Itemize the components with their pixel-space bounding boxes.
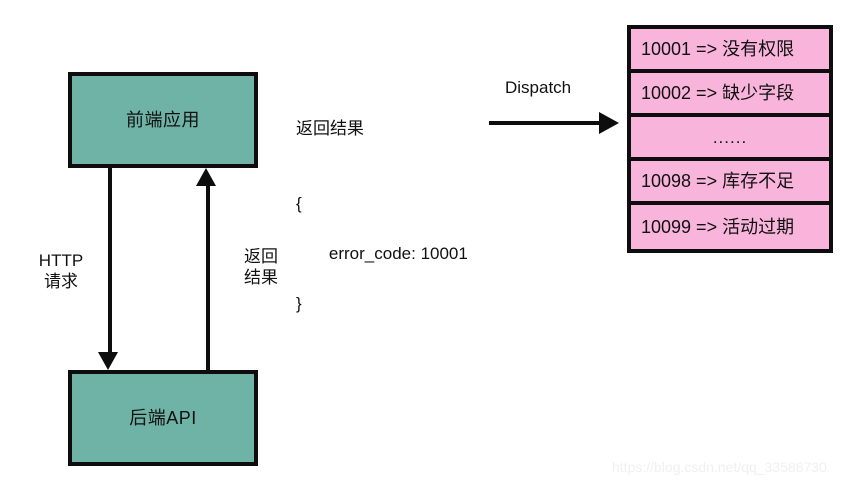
error-code-entry: 10098 => 库存不足 <box>641 171 795 191</box>
edge-response-label-line1: 返回 <box>244 247 278 266</box>
error-code-entry: 10001 => 没有权限 <box>641 39 795 59</box>
edge-http-request-arrowhead-icon <box>98 352 118 370</box>
node-backend-api-label: 后端API <box>129 408 197 428</box>
table-row[interactable]: ...... <box>631 117 829 161</box>
response-json-open-brace: { <box>296 194 302 213</box>
edge-response-line <box>206 186 210 370</box>
edge-http-request-label-line1: HTTP <box>38 251 84 270</box>
node-backend-api[interactable]: 后端API <box>68 370 258 466</box>
edge-response-arrowhead-icon <box>196 168 216 186</box>
edge-response-label-line2: 结果 <box>244 268 278 287</box>
edge-dispatch-line <box>489 121 601 125</box>
edge-http-request-line <box>108 168 112 354</box>
edge-http-request-label-line2: 请求 <box>44 272 78 291</box>
edge-dispatch-label: Dispatch <box>505 78 572 97</box>
node-frontend-app[interactable]: 前端应用 <box>68 72 258 168</box>
table-row[interactable]: 10098 => 库存不足 <box>631 161 829 205</box>
edge-dispatch-arrowhead-icon <box>599 112 619 134</box>
response-json-field: error_code: 10001 <box>328 244 468 263</box>
node-frontend-app-label: 前端应用 <box>126 110 200 130</box>
table-row[interactable]: 10001 => 没有权限 <box>631 29 829 73</box>
error-code-entry: 10002 => 缺少字段 <box>641 83 795 103</box>
edge-response-label: 返回 结果 <box>228 246 294 288</box>
error-code-entry: 10099 => 活动过期 <box>641 217 795 237</box>
watermark: https://blog.csdn.net/qq_33588730 <box>612 459 827 475</box>
table-row[interactable]: 10002 => 缺少字段 <box>631 73 829 117</box>
edge-http-request-label: HTTP 请求 <box>18 250 104 292</box>
response-json-close-brace: } <box>296 294 302 313</box>
table-row[interactable]: 10099 => 活动过期 <box>631 205 829 249</box>
response-json-block: 返回结果 { error_code: 10001 } <box>296 66 468 366</box>
error-code-ellipsis: ...... <box>712 127 748 147</box>
response-json-caption: 返回结果 <box>296 119 364 138</box>
error-code-table: 10001 => 没有权限 10002 => 缺少字段 ...... 10098… <box>627 25 833 253</box>
